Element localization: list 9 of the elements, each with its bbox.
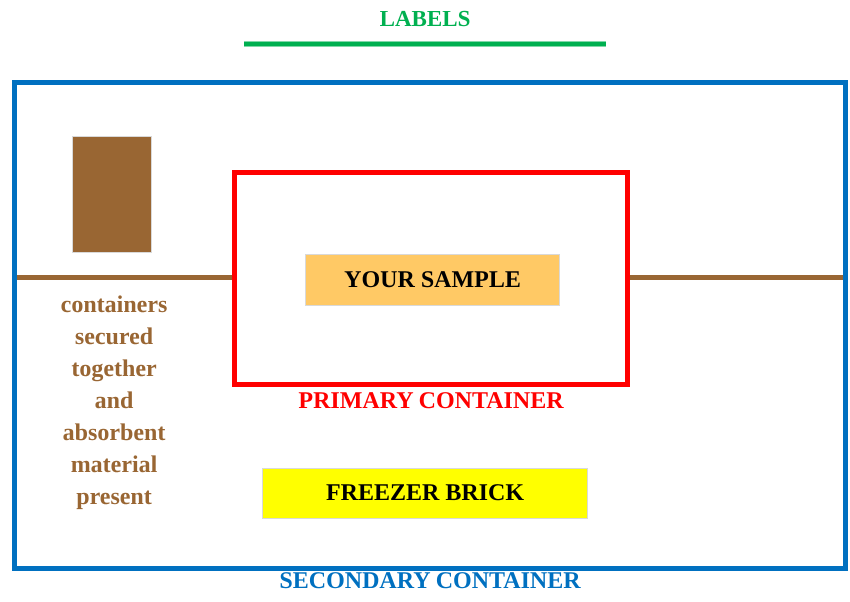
freezer-brick-box: FREEZER BRICK <box>262 468 588 519</box>
securing-line <box>17 275 232 280</box>
securing-line <box>630 275 843 280</box>
note-text: containers secured together and absorbent material present <box>60 291 168 512</box>
sample-box: YOUR SAMPLE <box>305 254 560 306</box>
container-label: SECONDARY CONTAINER <box>279 568 581 594</box>
absorbent-block <box>72 136 152 253</box>
container-label: PRIMARY CONTAINER <box>298 388 564 414</box>
labels-heading: LABELS <box>378 6 472 32</box>
